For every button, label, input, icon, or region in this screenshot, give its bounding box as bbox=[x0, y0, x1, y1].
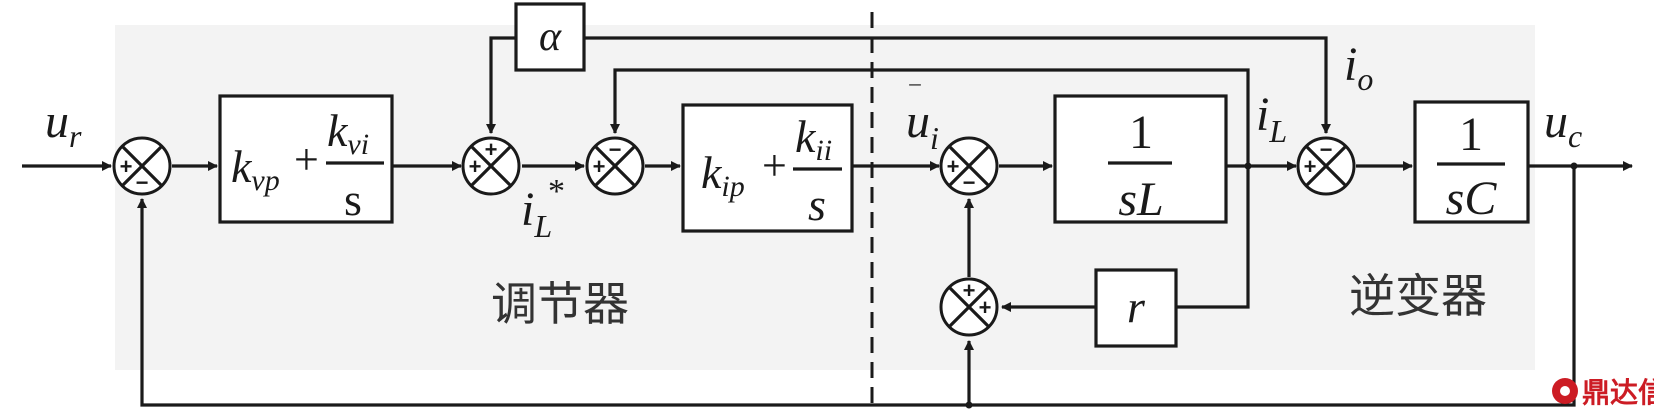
signal-label-il-star-sup: * bbox=[548, 173, 565, 210]
wire-voltage-feedback bbox=[137, 166, 1576, 407]
sum-junction-2: + + bbox=[461, 136, 521, 196]
signal-label-ui-bar: ‾ bbox=[909, 82, 921, 115]
current-pi-denominator: s bbox=[808, 179, 826, 230]
junction-dot-bottom bbox=[965, 401, 973, 409]
sum4-sign-left: + bbox=[947, 154, 960, 179]
wire-il-to-r bbox=[1176, 166, 1250, 309]
sum3-sign-top: − bbox=[609, 137, 622, 162]
sum4-sign-bottom: − bbox=[963, 170, 976, 195]
region-label-inverter: 逆变器 bbox=[1349, 269, 1487, 323]
current-pi-numerator: kii bbox=[795, 111, 832, 167]
signal-wires bbox=[22, 36, 1633, 407]
watermark-text: 鼎达信 bbox=[1582, 376, 1654, 409]
current-pi-prop: kip bbox=[701, 147, 745, 203]
sum1-sign-bottom: − bbox=[136, 170, 149, 195]
capacitor-numerator: 1 bbox=[1459, 108, 1483, 161]
inductor-block: 1 sL bbox=[1053, 94, 1228, 226]
sum5-sign-top: + bbox=[963, 278, 976, 303]
sum-junction-3: − + bbox=[585, 136, 645, 196]
sum-junction-5: + + bbox=[939, 277, 999, 337]
voltage-pi-prop: kvp bbox=[231, 141, 280, 197]
brand-logo-icon bbox=[1552, 378, 1578, 404]
watermark: 鼎达信 bbox=[1552, 376, 1654, 409]
voltage-pi-block: kvp + kvi s bbox=[218, 94, 394, 225]
voltage-pi-numerator: kvi bbox=[327, 105, 369, 161]
sum3-sign-left: + bbox=[593, 154, 606, 179]
sum2-sign-left: + bbox=[469, 154, 482, 179]
sum-junction-4: + − bbox=[939, 136, 999, 196]
voltage-pi-denominator: s bbox=[344, 174, 362, 225]
sum6-sign-left: + bbox=[1304, 154, 1317, 179]
signal-label-ui: ui bbox=[906, 95, 939, 156]
capacitor-denominator: sC bbox=[1446, 172, 1498, 225]
region-label-controller: 调节器 bbox=[491, 277, 629, 331]
current-pi-plus: + bbox=[762, 141, 787, 190]
junction-dot-il bbox=[1244, 162, 1252, 170]
voltage-pi-plus: + bbox=[294, 135, 319, 184]
current-pi-block: kip + kii s bbox=[681, 103, 854, 233]
inductor-numerator: 1 bbox=[1129, 106, 1153, 159]
signal-label-ur: ur bbox=[45, 95, 82, 154]
signal-label-il-star: iL bbox=[521, 183, 552, 244]
signal-label-io: io bbox=[1344, 38, 1373, 97]
sum1-sign-left: + bbox=[120, 154, 133, 179]
sum-junction-6: − + bbox=[1296, 136, 1356, 196]
sum-junction-1: + − bbox=[112, 136, 172, 196]
sum2-sign-top: + bbox=[485, 137, 498, 162]
sum5-sign-right: + bbox=[979, 295, 992, 320]
sum6-sign-top: − bbox=[1320, 137, 1333, 162]
resistor-block: r bbox=[1094, 268, 1178, 348]
inductor-denominator: sL bbox=[1118, 173, 1163, 226]
wire-alpha-s2 bbox=[486, 36, 516, 134]
wire-current-feedback bbox=[610, 68, 1250, 166]
capacitor-block: 1 sC bbox=[1413, 100, 1530, 225]
junction-dot-uc bbox=[1570, 162, 1578, 170]
signal-label-il: iL bbox=[1256, 88, 1287, 149]
signal-label-uc: uc bbox=[1544, 95, 1582, 154]
alpha-label: α bbox=[539, 14, 562, 60]
resistor-label: r bbox=[1127, 281, 1146, 332]
alpha-block: α bbox=[514, 2, 586, 72]
wire-io-s6 bbox=[584, 36, 1331, 134]
